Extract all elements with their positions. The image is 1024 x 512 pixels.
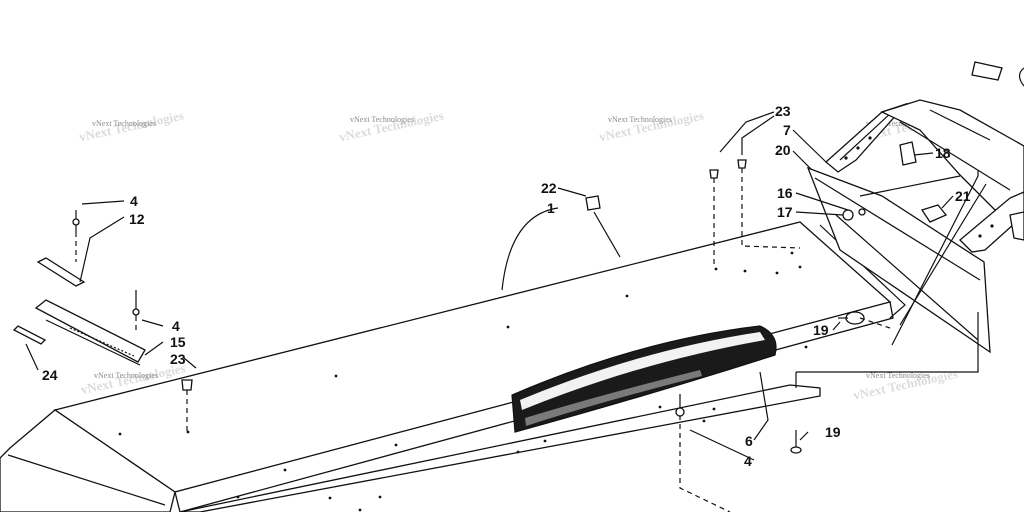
callout-1: 1: [547, 200, 555, 216]
callouts: 4 12 4 15 23 24 22 1 23 7 20 18 16 17 21…: [42, 103, 971, 469]
callout-4: 4: [130, 193, 138, 209]
callout-19: 19: [825, 424, 841, 440]
callout-21: 21: [955, 188, 971, 204]
callout-22: 22: [541, 180, 557, 196]
watermark-ghost: vNext Technologies: [598, 108, 705, 145]
watermark: vNext Technologies: [92, 119, 156, 128]
callout-17: 17: [777, 204, 793, 220]
watermark: vNext Technologies: [608, 115, 672, 124]
rear-bumper-assembly: [806, 61, 1024, 354]
loose-parts: [12, 159, 802, 454]
callout-19: 19: [813, 322, 829, 338]
callout-20: 20: [775, 142, 791, 158]
tunnel-body: [0, 221, 906, 512]
side-decal: technologies: [511, 325, 777, 433]
callout-7: 7: [783, 122, 791, 138]
callout-15: 15: [170, 334, 186, 350]
watermark-ghost: vNext Technologies: [338, 108, 445, 145]
callout-16: 16: [777, 185, 793, 201]
watermark: vNext Technologies: [350, 115, 414, 124]
callout-23: 23: [170, 351, 186, 367]
watermark: vNext Technologies: [866, 119, 930, 128]
callout-4: 4: [172, 318, 180, 334]
callout-18: 18: [935, 145, 951, 161]
callout-4: 4: [744, 453, 752, 469]
rivet-holes: [118, 251, 808, 512]
leader-lines: [25, 111, 987, 512]
callout-12: 12: [129, 211, 145, 227]
callout-23: 23: [775, 103, 791, 119]
callout-6: 6: [745, 433, 753, 449]
watermark: vNext Technologies: [94, 371, 158, 380]
watermark: vNext Technologies: [866, 371, 930, 380]
callout-24: 24: [42, 367, 58, 383]
